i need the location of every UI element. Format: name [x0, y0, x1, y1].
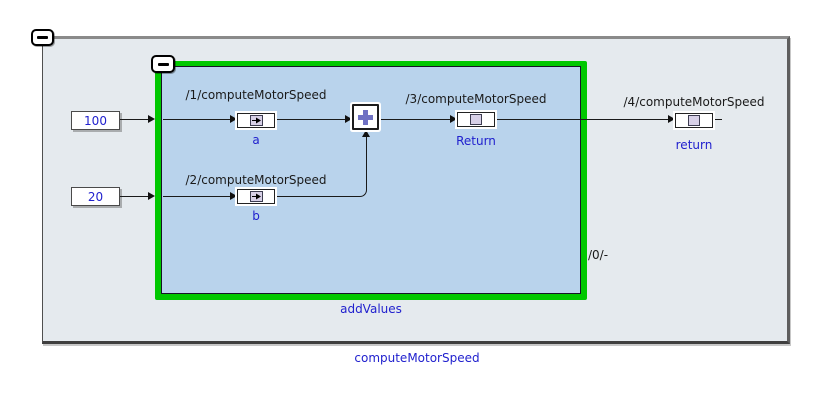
function-label: computeMotorSpeed	[354, 351, 480, 365]
signal-wire-corner[interactable]	[275, 137, 367, 197]
right-arrow-icon	[251, 117, 261, 124]
port-name-label: Return	[456, 134, 496, 148]
port-icon	[688, 115, 700, 126]
port-path-label: /2/computeMotorSpeed	[185, 173, 327, 187]
port-icon	[249, 191, 263, 202]
wire-arrowhead-icon	[450, 115, 457, 123]
wire-arrowhead-icon	[148, 192, 155, 200]
port-icon	[249, 115, 263, 126]
wire-arrowhead-icon	[362, 130, 370, 137]
subsystem-label: addValues	[340, 302, 402, 316]
signal-wire-segment[interactable]	[163, 196, 231, 197]
inport-a[interactable]	[237, 113, 275, 128]
wire-arrowhead-icon	[668, 115, 675, 123]
signal-wire-segment[interactable]	[120, 196, 149, 197]
collapse-button-function[interactable]	[31, 29, 54, 46]
signal-wire-segment[interactable]	[495, 119, 669, 120]
port-path-label: /1/computeMotorSpeed	[185, 88, 327, 102]
constant-block-100[interactable]: 100	[71, 111, 120, 130]
minus-icon	[37, 36, 48, 39]
sum-block[interactable]	[352, 104, 379, 130]
collapse-button-subsystem[interactable]	[151, 55, 175, 73]
wire-arrowhead-icon	[148, 115, 155, 123]
port-name-label: a	[252, 133, 260, 147]
outport-return-inner[interactable]	[457, 112, 495, 127]
right-arrow-icon	[251, 193, 261, 200]
constant-value: 100	[84, 113, 107, 128]
signal-wire-segment[interactable]	[120, 119, 149, 120]
port-path-label: /4/computeMotorSpeed	[623, 95, 765, 109]
constant-value: 20	[87, 189, 104, 204]
wire-arrowhead-icon	[345, 115, 352, 123]
port-name-label: return	[675, 138, 713, 152]
signal-wire-segment[interactable]	[163, 119, 231, 120]
wire-arrowhead-icon	[230, 115, 237, 123]
signal-wire-segment[interactable]	[713, 119, 722, 120]
port-name-label: b	[252, 209, 260, 223]
block-id-label: /0/-	[588, 248, 609, 262]
signal-wire-segment[interactable]	[379, 119, 451, 120]
outport-return-outer[interactable]	[675, 113, 713, 128]
signal-wire-segment[interactable]	[275, 119, 346, 120]
minus-icon	[157, 62, 169, 66]
constant-block-20[interactable]: 20	[71, 187, 120, 206]
wire-arrowhead-icon	[230, 192, 237, 200]
port-path-label: /3/computeMotorSpeed	[405, 92, 547, 106]
plus-icon	[363, 110, 368, 125]
port-icon	[470, 114, 482, 125]
inport-b[interactable]	[237, 189, 275, 204]
